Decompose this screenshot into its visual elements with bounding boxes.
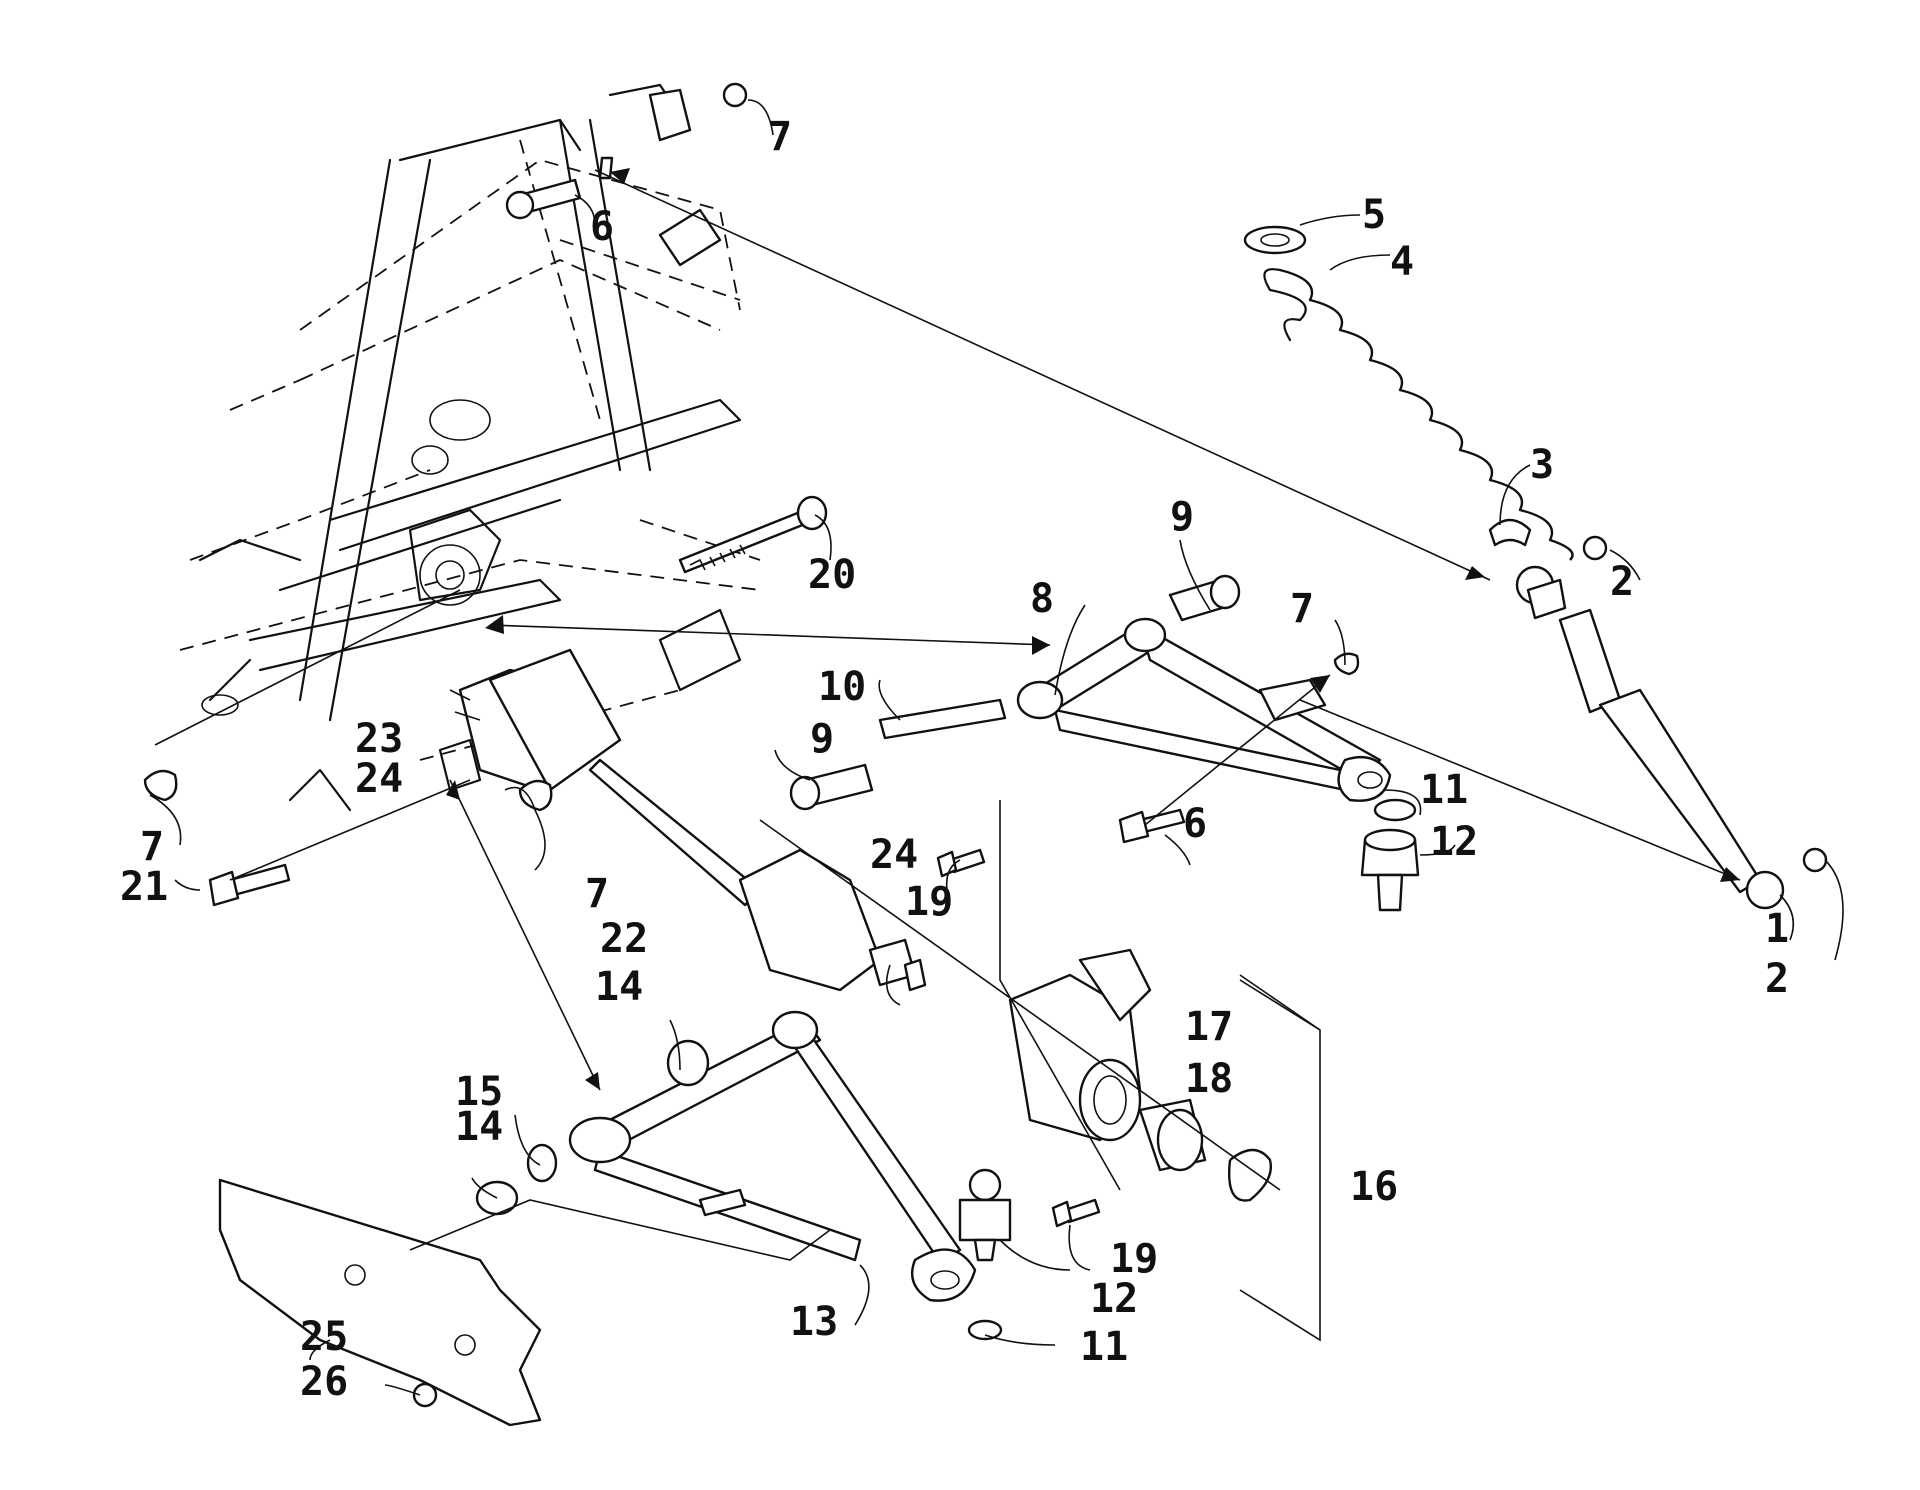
callout-9-left: 9 xyxy=(810,716,834,762)
callout-5: 5 xyxy=(1362,192,1386,238)
callout-8: 8 xyxy=(1030,576,1054,622)
drive-axle xyxy=(449,648,927,992)
callout-25: 25 xyxy=(300,1314,348,1360)
callout-16: 16 xyxy=(1350,1164,1398,1210)
callout-23: 23 xyxy=(355,716,403,762)
callout-12-top: 12 xyxy=(1430,819,1478,865)
callout-15: 15 xyxy=(455,1069,503,1115)
callout-7-left: 7 xyxy=(140,824,164,870)
skid-plate xyxy=(218,1178,542,1427)
callout-10: 10 xyxy=(818,664,866,710)
callout-9-top: 9 xyxy=(1170,494,1194,540)
callout-11-top: 11 xyxy=(1420,767,1468,813)
lower-a-arm xyxy=(475,1010,977,1302)
bolts-and-nuts xyxy=(143,652,1360,1228)
callout-19-bottom: 19 xyxy=(1110,1236,1158,1282)
callout-2-bottom: 2 xyxy=(1765,956,1789,1002)
callout-leaders xyxy=(149,99,1844,1396)
callout-6-right: 6 xyxy=(1183,801,1207,847)
callout-19-top: 19 xyxy=(905,879,953,925)
callout-18: 18 xyxy=(1185,1056,1233,1102)
upper-mount-bracket xyxy=(505,82,748,267)
callout-22: 22 xyxy=(600,916,648,962)
upper-arm-pins xyxy=(789,574,1241,811)
center-lines xyxy=(154,169,1741,1261)
callout-labels: 1 2 2 3 4 5 6 6 7 7 7 7 8 9 9 10 11 11 1… xyxy=(120,114,1789,1405)
callout-24-center: 24 xyxy=(870,832,918,878)
callout-21: 21 xyxy=(120,864,168,910)
shock-absorber-assembly xyxy=(1243,225,1828,910)
callout-14-left: 14 xyxy=(455,1104,503,1150)
callout-13: 13 xyxy=(790,1299,838,1345)
callout-7-top: 7 xyxy=(768,114,792,160)
callout-1: 1 xyxy=(1765,906,1789,952)
upper-ball-joint xyxy=(1360,798,1420,912)
callout-24-left: 24 xyxy=(355,756,403,802)
callout-26: 26 xyxy=(300,1359,348,1405)
callout-7-center: 7 xyxy=(585,871,609,917)
callout-14-top: 14 xyxy=(595,964,643,1010)
lower-ball-joint xyxy=(958,1168,1012,1341)
callout-12-bottom: 12 xyxy=(1090,1276,1138,1322)
callout-2-top: 2 xyxy=(1610,559,1634,605)
callout-11-bottom: 11 xyxy=(1080,1324,1128,1370)
callout-6-top: 6 xyxy=(590,204,614,250)
arrows xyxy=(446,168,1740,1090)
long-bolt xyxy=(678,495,828,574)
callout-7-right: 7 xyxy=(1290,586,1314,632)
callout-17: 17 xyxy=(1185,1004,1233,1050)
upper-a-arm xyxy=(1016,617,1392,802)
callout-4: 4 xyxy=(1390,239,1414,285)
callout-20: 20 xyxy=(808,552,856,598)
callout-3: 3 xyxy=(1530,442,1554,488)
